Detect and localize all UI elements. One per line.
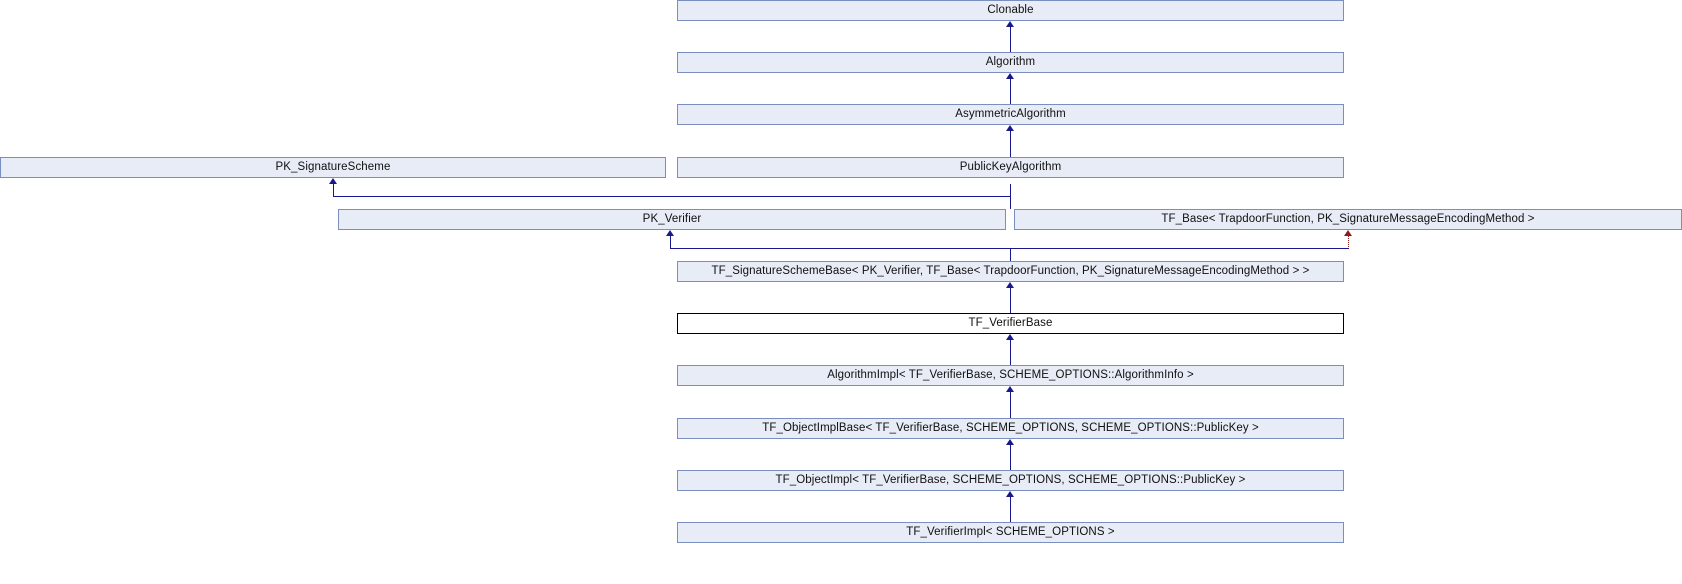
arrowhead-pkverifier <box>666 230 674 236</box>
arrowhead-sigschemebase <box>1006 282 1014 288</box>
arrowhead-pksignaturescheme <box>329 178 337 184</box>
edge-sigschemebase-to-tfbase-dotted <box>1348 236 1349 249</box>
class-node-label: PublicKeyAlgorithm <box>959 161 1062 173</box>
class-node-algorithm[interactable]: Algorithm <box>677 52 1344 73</box>
arrowhead-objectimpl <box>1006 491 1014 497</box>
edge-publickeyalgorithm-to-asymmetric <box>1010 131 1011 157</box>
edge-sigschemebase-to-pkverifier-horizontal <box>670 248 1011 249</box>
class-node-tf-signatureschemebase[interactable]: TF_SignatureSchemeBase< PK_Verifier, TF_… <box>677 261 1344 282</box>
class-node-label: TF_SignatureSchemeBase< PK_Verifier, TF_… <box>711 265 1310 277</box>
class-node-label: PK_Verifier <box>642 213 702 225</box>
edge-pkverifier-to-pksignaturescheme-horizontal <box>333 196 1011 197</box>
edge-sigschemebase-trunk <box>1010 248 1011 261</box>
arrowhead-asymmetric <box>1006 125 1014 131</box>
class-node-pk-signaturescheme[interactable]: PK_SignatureScheme <box>0 157 666 178</box>
class-node-clonable[interactable]: Clonable <box>677 0 1344 21</box>
class-node-label: Clonable <box>987 4 1034 16</box>
class-node-label: TF_VerifierBase <box>968 317 1053 329</box>
class-node-pk-verifier[interactable]: PK_Verifier <box>338 209 1006 230</box>
arrowhead-verifierbase <box>1006 334 1014 340</box>
class-node-label: PK_SignatureScheme <box>275 161 391 173</box>
class-node-label: TF_ObjectImpl< TF_VerifierBase, SCHEME_O… <box>775 474 1246 486</box>
edge-objectimplbase-to-algorithmimpl <box>1010 392 1011 418</box>
class-node-label: TF_ObjectImplBase< TF_VerifierBase, SCHE… <box>762 422 1259 434</box>
arrowhead-algorithm <box>1006 73 1014 79</box>
edge-pkverifier-to-publickeyalgorithm <box>1010 184 1011 209</box>
class-node-label: AlgorithmImpl< TF_VerifierBase, SCHEME_O… <box>827 369 1194 381</box>
arrowhead-algorithmimpl <box>1006 386 1014 392</box>
edge-verifierbase-to-sigschemebase <box>1010 288 1011 313</box>
edge-objectimpl-to-objectimplbase <box>1010 445 1011 470</box>
arrowhead-clonable <box>1006 21 1014 27</box>
arrowhead-objectimplbase <box>1006 439 1014 445</box>
edge-asymmetric-to-algorithm <box>1010 79 1011 104</box>
edge-algorithm-to-clonable <box>1010 27 1011 52</box>
class-node-label: AsymmetricAlgorithm <box>955 108 1066 120</box>
class-node-label: TF_VerifierImpl< SCHEME_OPTIONS > <box>906 526 1115 538</box>
class-node-label: Algorithm <box>985 56 1036 68</box>
edge-sigschemebase-to-pkverifier-vertical <box>670 236 671 249</box>
edge-verifierimpl-to-objectimpl <box>1010 497 1011 522</box>
class-node-tf-objectimpl[interactable]: TF_ObjectImpl< TF_VerifierBase, SCHEME_O… <box>677 470 1344 491</box>
class-node-publickeyalgorithm[interactable]: PublicKeyAlgorithm <box>677 157 1344 178</box>
class-node-tf-objectimplbase[interactable]: TF_ObjectImplBase< TF_VerifierBase, SCHE… <box>677 418 1344 439</box>
edge-sigschemebase-to-tfbase-horizontal <box>1010 248 1349 249</box>
edge-pkverifier-to-pksignaturescheme-vertical <box>333 184 334 197</box>
class-node-label: TF_Base< TrapdoorFunction, PK_SignatureM… <box>1161 213 1535 225</box>
arrowhead-tfbase <box>1344 230 1352 236</box>
class-node-tf-base[interactable]: TF_Base< TrapdoorFunction, PK_SignatureM… <box>1014 209 1682 230</box>
edge-algorithmimpl-to-verifierbase <box>1010 340 1011 365</box>
class-node-tf-verifierimpl[interactable]: TF_VerifierImpl< SCHEME_OPTIONS > <box>677 522 1344 543</box>
class-node-algorithmimpl[interactable]: AlgorithmImpl< TF_VerifierBase, SCHEME_O… <box>677 365 1344 386</box>
class-node-tf-verifierbase-current[interactable]: TF_VerifierBase <box>677 313 1344 334</box>
class-node-asymmetricalgorithm[interactable]: AsymmetricAlgorithm <box>677 104 1344 125</box>
